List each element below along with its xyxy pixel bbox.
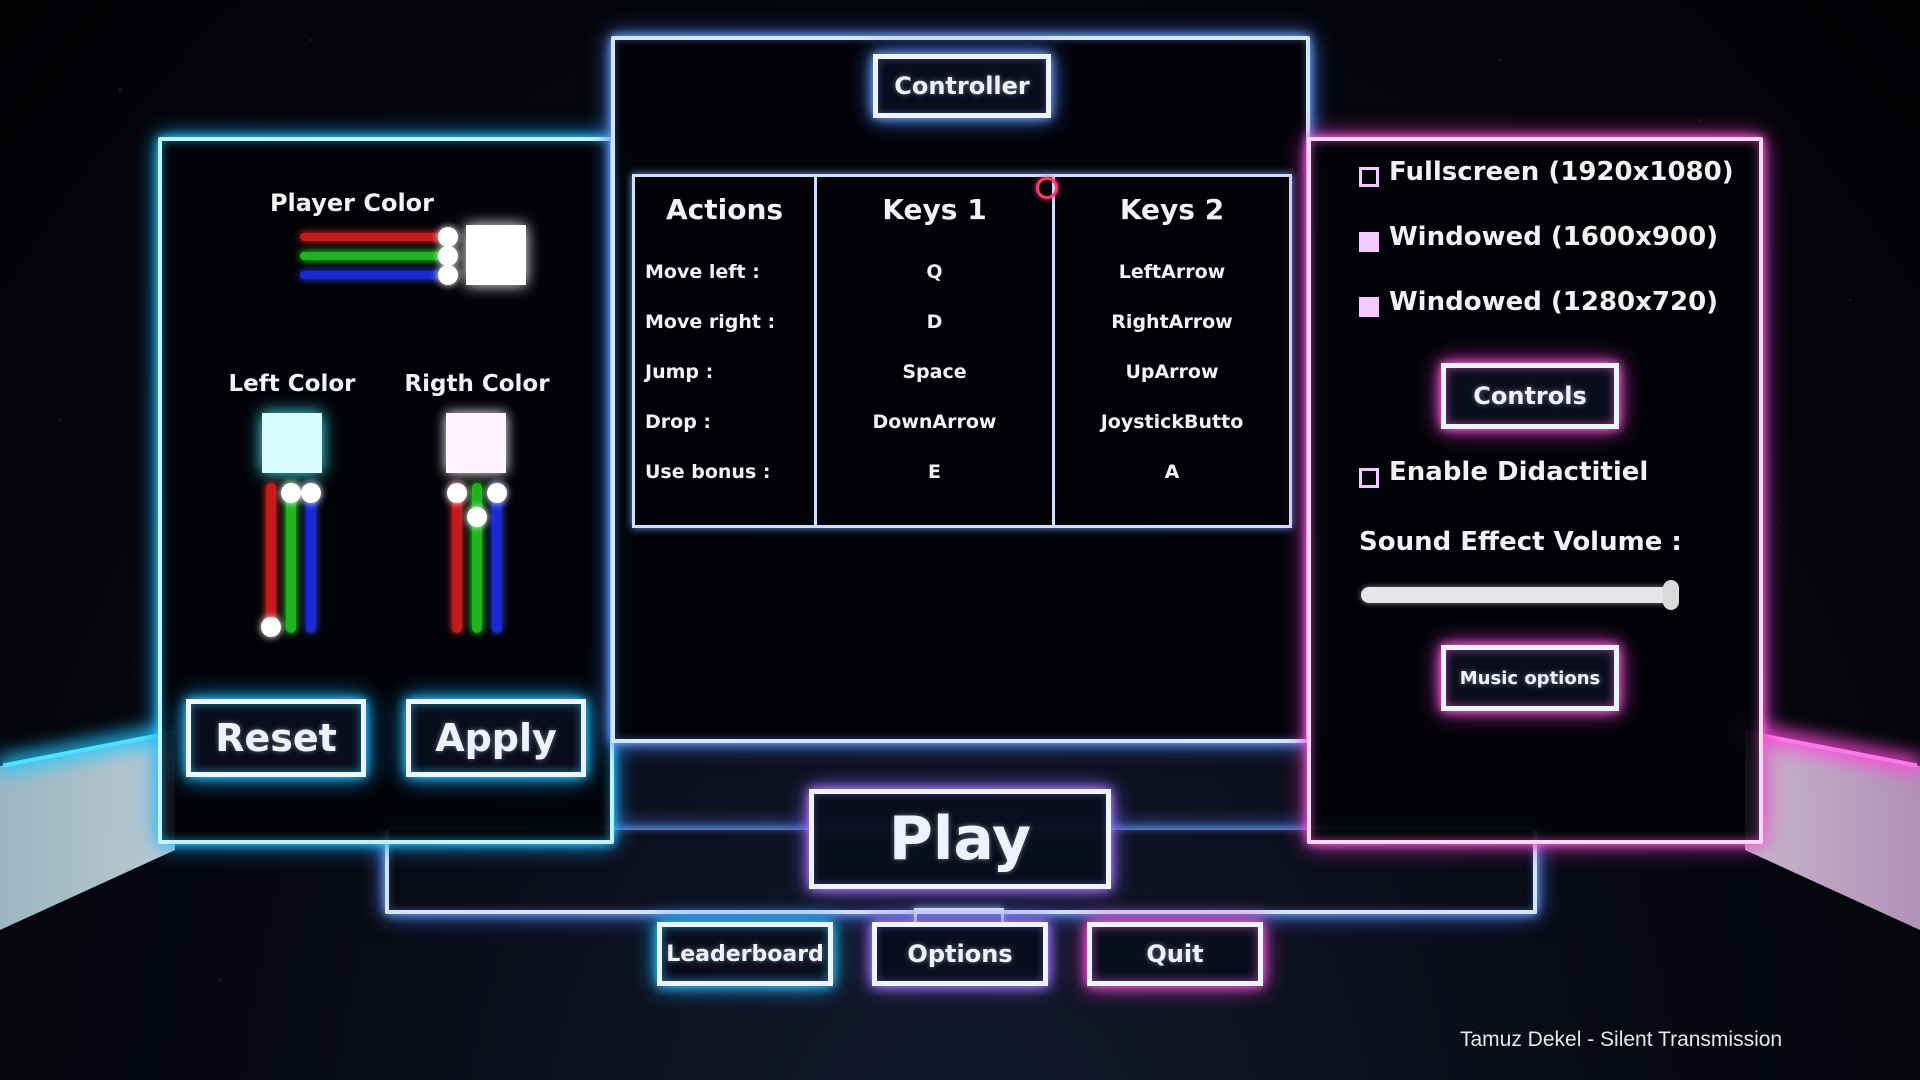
options-button[interactable]: Options <box>872 922 1048 986</box>
leaderboard-button[interactable]: Leaderboard <box>657 922 833 986</box>
reset-button[interactable]: Reset <box>186 699 366 777</box>
controller-tab[interactable]: Controller <box>873 54 1051 118</box>
music-credits: Tamuz Dekel - Silent Transmission <box>1460 1028 1783 1051</box>
quit-button[interactable]: Quit <box>1087 922 1263 986</box>
right-blue-slider[interactable] <box>492 483 502 633</box>
left-color-label: Left Color <box>228 371 356 397</box>
keys2-column: Keys 2 LeftArrow RightArrow UpArrow Joys… <box>1055 177 1289 525</box>
left-green-slider[interactable] <box>286 483 296 633</box>
right-red-knob[interactable] <box>447 483 467 503</box>
key1-move-right[interactable]: D <box>926 311 943 333</box>
key2-drop[interactable]: JoystickButto <box>1100 411 1244 433</box>
sound-volume-handle[interactable] <box>1663 580 1679 610</box>
left-red-slider[interactable] <box>266 483 276 633</box>
didactitiel-label: Enable Didactitiel <box>1389 457 1649 487</box>
player-blue-knob[interactable] <box>438 265 458 285</box>
music-options-button-label: Music options <box>1459 667 1601 689</box>
options-button-label: Options <box>907 940 1013 968</box>
action-move-right: Move right : <box>645 311 776 333</box>
left-blue-slider[interactable] <box>306 483 316 633</box>
music-options-button[interactable]: Music options <box>1441 645 1619 711</box>
windowed-1600-checkbox[interactable] <box>1359 232 1379 252</box>
keys2-header: Keys 2 <box>1119 193 1225 226</box>
left-green-knob[interactable] <box>281 483 301 503</box>
keys1-header: Keys 1 <box>882 193 987 226</box>
action-drop: Drop : <box>645 411 712 433</box>
key1-move-left[interactable]: Q <box>926 261 943 283</box>
reset-button-label: Reset <box>215 716 337 760</box>
player-red-knob[interactable] <box>438 227 458 247</box>
keybind-table: Actions Move left : Move right : Jump : … <box>632 174 1292 528</box>
right-green-slider[interactable] <box>472 483 482 633</box>
player-color-swatch <box>466 225 526 285</box>
right-color-label: Rigth Color <box>404 371 550 397</box>
cursor-ring-icon <box>1036 177 1058 199</box>
windowed-1280-checkbox[interactable] <box>1359 297 1379 317</box>
apply-button[interactable]: Apply <box>406 699 586 777</box>
right-blue-knob[interactable] <box>487 483 507 503</box>
controller-panel: Controller Actions Move left : Move righ… <box>611 36 1310 743</box>
actions-column: Actions Move left : Move right : Jump : … <box>635 177 817 525</box>
right-red-slider[interactable] <box>452 483 462 633</box>
player-green-knob[interactable] <box>438 246 458 266</box>
controller-tab-label: Controller <box>894 72 1030 100</box>
right-color-swatch <box>446 413 506 473</box>
controls-button[interactable]: Controls <box>1441 363 1619 429</box>
didactitiel-checkbox[interactable] <box>1359 468 1379 488</box>
player-color-label: Player Color <box>269 189 435 217</box>
action-jump: Jump : <box>645 361 714 383</box>
play-button-label: Play <box>888 804 1032 874</box>
sound-volume-label: Sound Effect Volume : <box>1359 527 1682 557</box>
quit-button-label: Quit <box>1146 940 1204 968</box>
keys1-column: Keys 1 Q D Space DownArrow E <box>817 177 1058 525</box>
fullscreen-checkbox[interactable] <box>1359 167 1379 187</box>
key2-move-right[interactable]: RightArrow <box>1111 311 1233 333</box>
action-move-left: Move left : <box>645 261 760 283</box>
fullscreen-label: Fullscreen (1920x1080) <box>1389 157 1734 187</box>
play-button[interactable]: Play <box>809 789 1111 889</box>
left-red-knob[interactable] <box>261 617 281 637</box>
left-color-swatch <box>262 413 322 473</box>
actions-header: Actions <box>665 193 784 226</box>
left-blue-knob[interactable] <box>301 483 321 503</box>
key2-use-bonus[interactable]: A <box>1164 461 1180 483</box>
controls-button-label: Controls <box>1473 382 1587 410</box>
leaderboard-button-label: Leaderboard <box>666 941 824 967</box>
player-green-slider[interactable] <box>300 252 446 260</box>
key2-move-left[interactable]: LeftArrow <box>1118 261 1226 283</box>
play-connector <box>914 908 1004 922</box>
key1-jump[interactable]: Space <box>902 361 967 383</box>
windowed-1280-label: Windowed (1280x720) <box>1389 287 1719 317</box>
color-settings-panel: Player Color Left Color Rigth Color Rese… <box>158 137 614 844</box>
bottom-connector-frame <box>385 830 1537 914</box>
key1-use-bonus[interactable]: E <box>928 461 941 483</box>
player-blue-slider[interactable] <box>300 271 446 279</box>
apply-button-label: Apply <box>435 716 557 760</box>
player-red-slider[interactable] <box>300 233 446 241</box>
display-options-panel: Fullscreen (1920x1080) Windowed (1600x90… <box>1307 137 1763 844</box>
windowed-1600-label: Windowed (1600x900) <box>1389 222 1719 252</box>
sound-volume-slider[interactable] <box>1361 587 1673 603</box>
key1-drop[interactable]: DownArrow <box>872 411 997 433</box>
key2-jump[interactable]: UpArrow <box>1125 361 1219 383</box>
action-use-bonus: Use bonus : <box>645 461 771 483</box>
right-green-knob[interactable] <box>467 507 487 527</box>
